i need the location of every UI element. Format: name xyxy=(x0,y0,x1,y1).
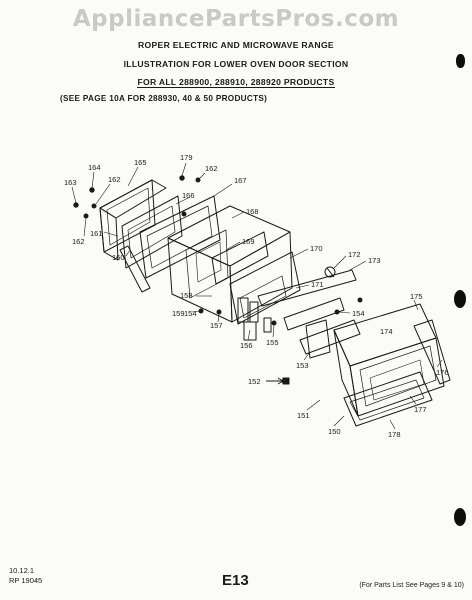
label-152: 152 xyxy=(248,377,261,386)
part-174-strip xyxy=(283,297,361,355)
part-156-hinge xyxy=(243,317,272,341)
label-171: 171 xyxy=(311,280,324,289)
footer-note: (For Parts List See Pages 9 & 10) xyxy=(359,582,464,589)
label-164: 164 xyxy=(88,163,101,172)
label-165: 165 xyxy=(134,158,147,167)
binder-hole-middle xyxy=(454,290,466,308)
label-157: 157 xyxy=(210,321,223,330)
label-151: 151 xyxy=(297,411,310,420)
label-169: 169 xyxy=(242,237,255,246)
label-166: 166 xyxy=(182,191,195,200)
footer-date: 10.12.1 xyxy=(9,566,35,575)
header-products: FOR ALL 288900, 288910, 288920 PRODUCTS xyxy=(0,77,472,88)
label-159: 159 xyxy=(172,309,185,318)
label-153: 153 xyxy=(296,361,309,370)
label-174: 174 xyxy=(380,327,393,336)
label-170: 170 xyxy=(310,244,323,253)
label-154-right: 154 xyxy=(352,309,365,318)
header-products-text: FOR ALL 288900, 288910, 288920 PRODUCTS xyxy=(137,77,335,88)
label-163: 163 xyxy=(64,178,77,187)
label-167: 167 xyxy=(234,176,247,185)
part-170-bar xyxy=(257,269,357,307)
part-171-panel xyxy=(229,251,301,325)
label-168: 168 xyxy=(246,207,259,216)
part-178-trim xyxy=(343,371,433,427)
label-162-right: 162 xyxy=(205,164,218,173)
label-162-left: 162 xyxy=(72,237,85,246)
part-160-gasket xyxy=(119,245,151,293)
label-176: 176 xyxy=(436,368,449,377)
label-179: 179 xyxy=(180,153,193,162)
part-166-panel xyxy=(121,195,183,269)
label-154-left: 154 xyxy=(184,309,197,318)
label-150: 150 xyxy=(328,427,341,436)
header-subtitle: ILLUSTRATION FOR LOWER OVEN DOOR SECTION xyxy=(123,59,349,69)
label-160: 160 xyxy=(112,253,125,262)
label-173: 173 xyxy=(368,256,381,265)
label-161: 161 xyxy=(90,229,103,238)
footer-page-number: E13 xyxy=(222,572,249,589)
footer-code: RP 19045 xyxy=(9,576,43,585)
label-162-top: 162 xyxy=(108,175,121,184)
leader-lines xyxy=(71,162,443,430)
label-177: 177 xyxy=(414,405,427,414)
part-167-glass-frame xyxy=(139,195,221,279)
watermark: AppliancePartsPros.com xyxy=(72,6,400,32)
part-153-plate xyxy=(305,319,331,359)
part-169-window xyxy=(211,231,269,285)
header-title: ROPER ELECTRIC AND MICROWAVE RANGE xyxy=(138,40,334,50)
label-172: 172 xyxy=(348,250,361,259)
part-176-handle xyxy=(413,319,451,385)
part-labels: 163 164 162 165 179 162 167 166 161 162 … xyxy=(64,153,449,439)
label-175: 175 xyxy=(410,292,423,301)
label-156: 156 xyxy=(240,341,253,350)
label-155: 155 xyxy=(266,338,279,347)
label-158: 158 xyxy=(180,291,193,300)
header-see-page: (SEE PAGE 10A FOR 288930, 40 & 50 PRODUC… xyxy=(60,94,268,103)
part-172-bracket xyxy=(324,266,336,278)
binder-hole-bottom xyxy=(454,508,466,526)
binder-hole-top xyxy=(456,54,465,68)
label-178: 178 xyxy=(388,430,401,439)
